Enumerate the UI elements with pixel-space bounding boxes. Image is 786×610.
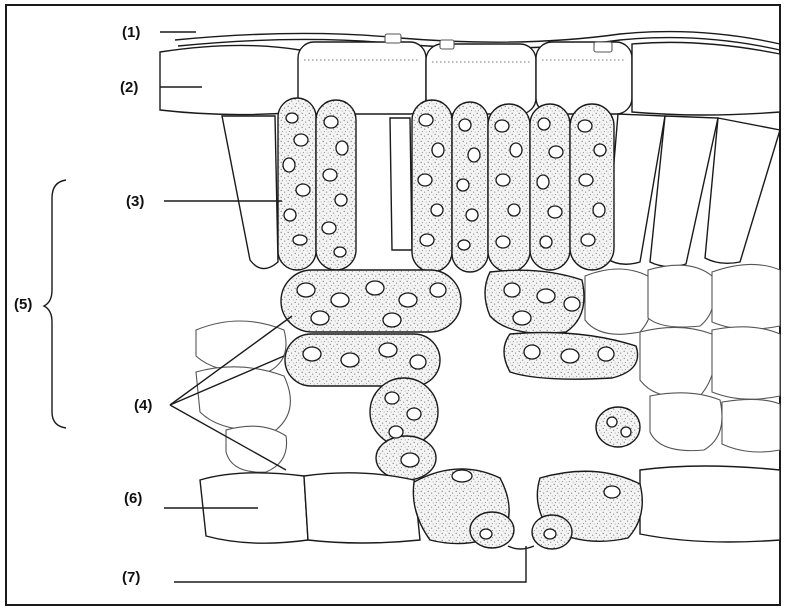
subsidiary-cell: [470, 512, 514, 548]
mesophyll-brace: [44, 180, 66, 428]
label-1: (1): [122, 24, 140, 41]
stoma-guard-cells: [413, 469, 642, 549]
spongy-cell: [596, 407, 640, 447]
palisade-cell: [412, 100, 452, 272]
label-5: (5): [14, 296, 32, 313]
label-2: (2): [120, 79, 138, 96]
palisade-cell: [488, 104, 530, 272]
label-4: (4): [134, 397, 152, 414]
spongy-cell: [281, 270, 461, 332]
label-7: (7): [122, 569, 140, 586]
label-3: (3): [126, 193, 144, 210]
label-6: (6): [124, 490, 142, 507]
